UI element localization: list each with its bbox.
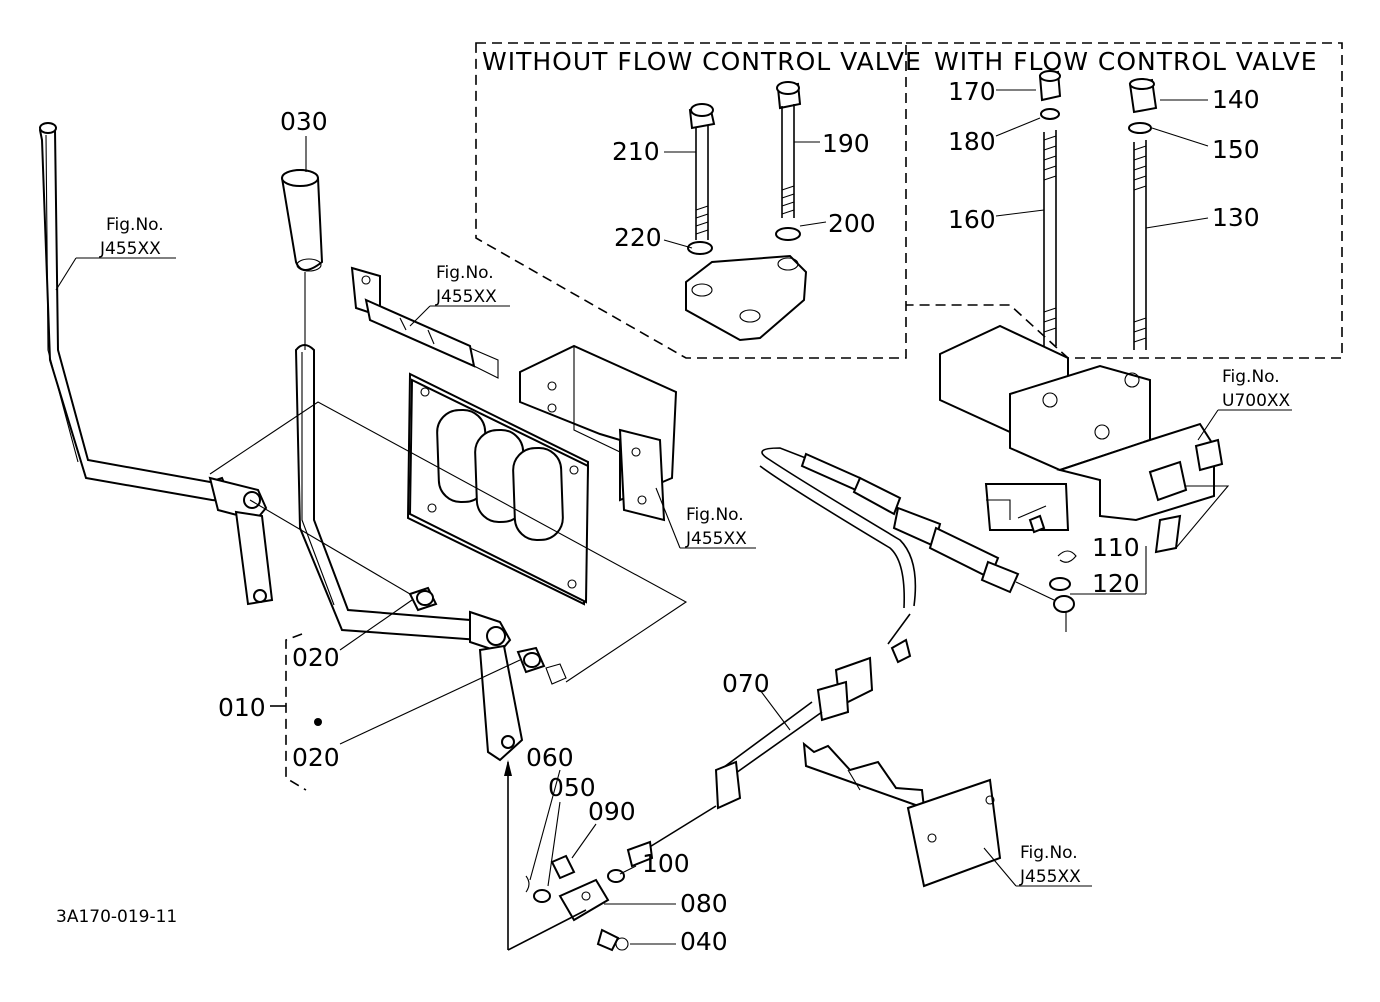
with-flow-control-box xyxy=(906,42,1343,359)
control-cable xyxy=(626,447,1075,868)
part-label-060: 060 xyxy=(526,743,574,772)
figref-label: Fig.No. xyxy=(436,263,494,283)
part-label-150: 150 xyxy=(1212,135,1260,164)
figref-label: Fig.No. xyxy=(686,505,744,525)
part-label-010: 010 xyxy=(218,693,266,722)
part-label-020-upper: 020 xyxy=(292,643,340,672)
part-label-110: 110 xyxy=(1092,533,1140,562)
figref-label: Fig.No. xyxy=(1020,843,1078,863)
clip-and-washer xyxy=(1049,546,1147,632)
figref-bracket: Fig.No. J455XX xyxy=(685,505,747,549)
lever-knob xyxy=(280,169,324,350)
linkage-arrow xyxy=(504,760,587,951)
group-bracket-010 xyxy=(270,599,521,791)
figref-shaft: Fig.No. J455XX xyxy=(435,263,497,307)
without-flow-control-box xyxy=(475,42,907,359)
part-label-180: 180 xyxy=(948,127,996,156)
drawing-code: 3A170-019-11 xyxy=(56,907,177,927)
part-label-140: 140 xyxy=(1212,85,1260,114)
part-label-170: 170 xyxy=(948,77,996,106)
part-label-020-lower: 020 xyxy=(292,743,340,772)
figref-code: U700XX xyxy=(1222,391,1291,411)
guide-plate xyxy=(406,372,590,606)
part-label-190: 190 xyxy=(822,129,870,158)
figref-code: J455XX xyxy=(435,287,497,307)
with-flow-parts xyxy=(1038,70,1158,350)
figref-code: J455XX xyxy=(99,239,161,259)
pivot-shaft xyxy=(350,266,499,379)
part-label-030: 030 xyxy=(280,107,328,136)
figref-code: J455XX xyxy=(685,529,747,549)
part-label-090: 090 xyxy=(588,797,636,826)
figref-cable-bracket: Fig.No. J455XX xyxy=(1019,843,1081,887)
part-label-120: 120 xyxy=(1092,569,1140,598)
part-label-160: 160 xyxy=(948,205,996,234)
lever-bracket xyxy=(519,344,678,522)
part-label-220: 220 xyxy=(614,223,662,252)
part-label-130: 130 xyxy=(1212,203,1260,232)
part-label-070: 070 xyxy=(722,669,770,698)
figref-label: Fig.No. xyxy=(1222,367,1280,387)
part-label-210: 210 xyxy=(612,137,660,166)
clevis-group xyxy=(525,854,629,952)
with-flow-control-title: WITH FLOW CONTROL VALVE xyxy=(934,47,1318,76)
mounting-plane xyxy=(209,401,688,683)
part-label-050: 050 xyxy=(548,773,596,802)
control-valve xyxy=(939,324,1230,554)
figref-left: Fig.No. J455XX xyxy=(99,215,164,259)
reference-lever xyxy=(38,122,274,606)
without-flow-parts xyxy=(685,81,808,342)
part-label-100: 100 xyxy=(642,849,690,878)
part-label-200: 200 xyxy=(828,209,876,238)
figref-code: J455XX xyxy=(1019,867,1081,887)
shift-lever xyxy=(294,344,567,762)
figref-label: Fig.No. xyxy=(106,215,164,235)
part-label-040: 040 xyxy=(680,927,728,956)
leader-lines xyxy=(55,89,1292,945)
cable-mount-bracket xyxy=(802,741,1002,888)
figref-valve: Fig.No. U700XX xyxy=(1222,367,1291,411)
part-label-080: 080 xyxy=(680,889,728,918)
without-flow-control-title: WITHOUT FLOW CONTROL VALVE xyxy=(482,47,922,76)
